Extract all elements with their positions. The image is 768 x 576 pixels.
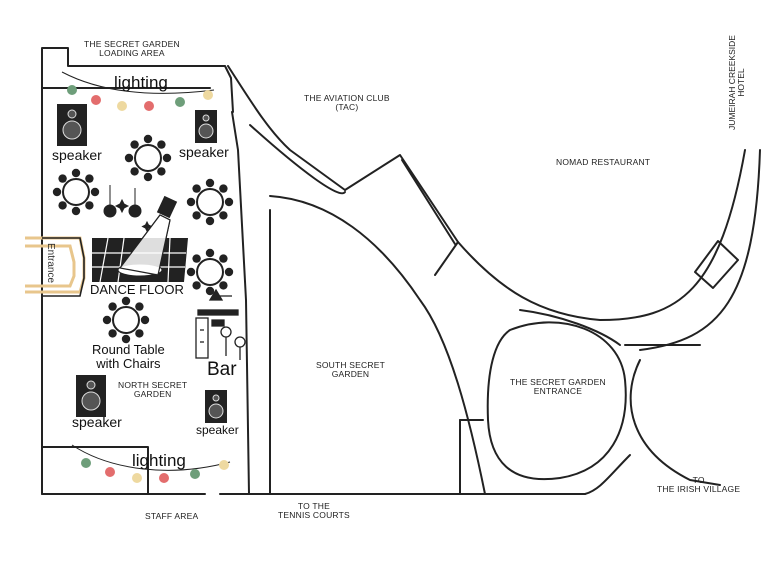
- round-table-icon: [101, 295, 151, 345]
- label-loading-area: THE SECRET GARDEN LOADING AREA: [84, 39, 180, 58]
- entrance-frame: [42, 237, 85, 297]
- roundabout-road-sw: [584, 454, 631, 495]
- label-speaker-bottom-right: speaker: [196, 423, 239, 437]
- label-nomad-restaurant: NOMAD RESTAURANT: [556, 157, 651, 167]
- label-staff-area: STAFF AREA: [145, 511, 199, 521]
- string-lights-top-icon: [61, 71, 215, 111]
- label-irish-village: TO THE IRISH VILLAGE: [657, 475, 741, 494]
- round-table-icon: [51, 167, 101, 217]
- road-east-1: [249, 124, 346, 195]
- label-speaker-bottom-left: speaker: [72, 414, 122, 430]
- label-tennis-courts: TO THE TENNIS COURTS: [278, 501, 350, 520]
- disco-ball-icon: [103, 185, 153, 233]
- label-south-secret-garden: SOUTH SECRET GARDEN: [316, 360, 385, 379]
- label-garden-entrance: THE SECRET GARDEN ENTRANCE: [510, 377, 606, 396]
- label-speaker-top-left: speaker: [52, 147, 102, 163]
- road-east-upper: [457, 149, 746, 321]
- round-table-icon: [185, 177, 235, 227]
- label-speaker-top-right: speaker: [179, 144, 229, 160]
- road-east-lower: [519, 309, 621, 346]
- label-bar: Bar: [207, 359, 237, 380]
- round-table-icon: [185, 247, 235, 297]
- hotel-road: [639, 149, 761, 351]
- label-lighting-bottom: lighting: [132, 451, 186, 470]
- north-garden-right-wall: [231, 111, 250, 495]
- string-lights-bottom-icon: [71, 444, 231, 483]
- speaker-icon: [76, 375, 106, 417]
- label-lighting-top: lighting: [114, 73, 168, 92]
- label-dance-floor: DANCE FLOOR: [90, 282, 184, 297]
- label-aviation-club: THE AVIATION CLUB (TAC): [304, 93, 390, 112]
- tac-boundary-inner: [401, 159, 456, 245]
- label-entrance: Entrance: [45, 243, 56, 284]
- entrance-roundabout: [486, 321, 627, 481]
- south-garden-top: [269, 195, 486, 495]
- bar-counter-icon: [195, 288, 246, 360]
- north-garden-boundary: [41, 47, 234, 495]
- dance-floor-icon: [92, 214, 188, 283]
- label-north-secret-garden: NORTH SECRET GARDEN: [118, 380, 188, 399]
- speaker-icon: [205, 390, 227, 423]
- hotel-building: [694, 240, 739, 289]
- label-round-table: Round Table with Chairs: [92, 342, 165, 371]
- round-table-icon: [123, 133, 173, 183]
- tac-boundary: [344, 154, 459, 276]
- staff-notch: [41, 446, 149, 495]
- speaker-icon: [57, 104, 87, 146]
- west-road: [227, 65, 346, 191]
- speaker-icon: [195, 110, 217, 143]
- roundabout-road-se: [629, 359, 721, 486]
- label-jumeirah-hotel: JUMEIRAH CREEKSIDE HOTEL: [727, 35, 746, 130]
